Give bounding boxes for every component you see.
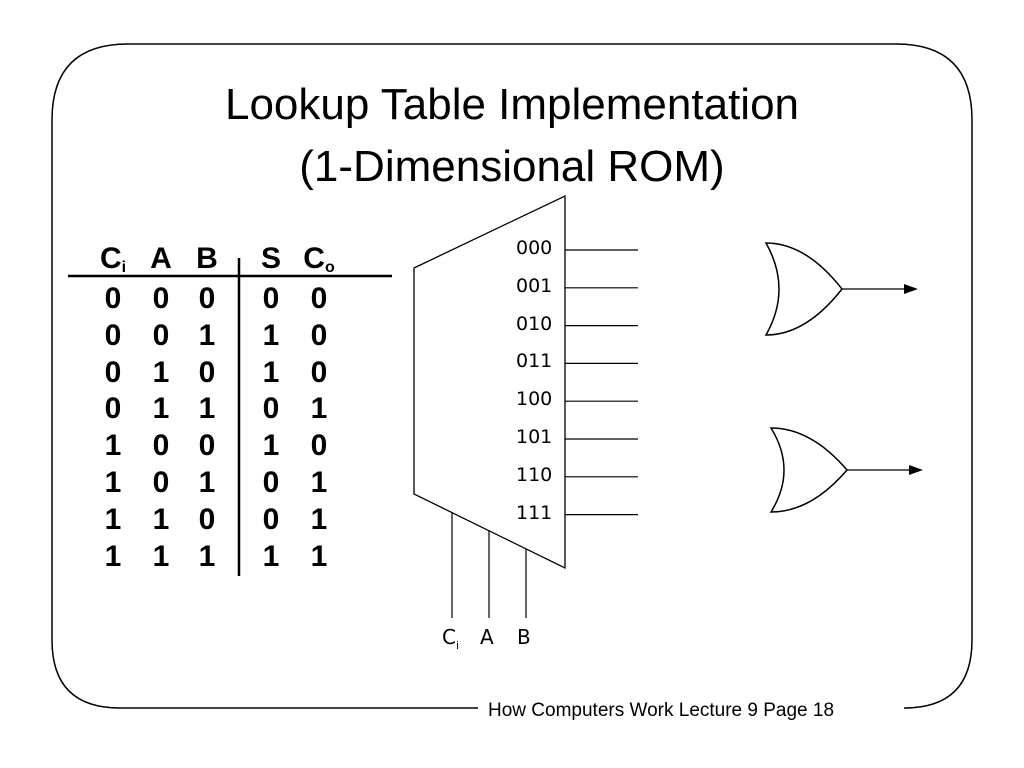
truth-table-cell: 1 [152, 539, 170, 573]
truth-table-header: S [260, 242, 281, 275]
or-gate-sum [764, 242, 918, 336]
truth-table-cell: 1 [262, 429, 280, 463]
rom-input-label: A [480, 625, 494, 649]
truth-table-cell: 0 [152, 318, 170, 352]
truth-table-cell: 1 [198, 318, 216, 352]
truth-table-cell: 1 [104, 539, 122, 573]
truth-table-cell: 1 [198, 466, 216, 499]
rom-block [413, 194, 566, 570]
truth-table-header: Ci [99, 242, 127, 276]
truth-table-cell: 0 [198, 429, 216, 463]
truth-table-cell: 1 [262, 539, 280, 573]
truth-table-cell: 1 [310, 502, 328, 536]
arrow-right-icon [909, 465, 923, 475]
truth-table-cell: 0 [104, 355, 122, 389]
truth-table-cell: 1 [104, 502, 122, 536]
truth-table-cell: 0 [310, 355, 328, 389]
truth-table-cell: 0 [262, 282, 280, 315]
truth-table-cell: 1 [310, 392, 328, 426]
truth-table-header: Co [303, 242, 335, 276]
truth-table-cell: 0 [198, 502, 216, 536]
truth-table-cell: 1 [152, 355, 170, 389]
truth-table-cell: 1 [198, 539, 216, 573]
or-gate-carry [769, 427, 923, 513]
truth-table-cell: 0 [198, 282, 216, 315]
truth-table-cell: 0 [104, 282, 122, 315]
truth-table-cell: 0 [198, 355, 216, 389]
rom-input-label: B [517, 625, 531, 649]
slide-title-line-2: (1-Dimensional ROM) [299, 142, 725, 191]
rom-address-label: 111 [516, 501, 553, 524]
rom-address-label: 101 [516, 426, 553, 448]
rom-address-label: 110 [516, 463, 553, 486]
rom-output-lines [565, 249, 638, 516]
truth-table-cell: 0 [104, 318, 122, 352]
rom-input-label: Ci [442, 625, 460, 652]
rom-address-label: 100 [516, 388, 553, 411]
truth-table-cell: 0 [262, 392, 280, 426]
truth-table-cell: 0 [310, 318, 328, 352]
truth-table-header: B [196, 242, 218, 275]
truth-table-cell: 0 [262, 502, 280, 536]
truth-table-cell: 1 [310, 466, 328, 499]
truth-table-cell: 0 [310, 429, 328, 463]
rom-address-label: 000 [516, 237, 553, 259]
truth-table-cell: 0 [152, 466, 170, 499]
slide-footer: How Computers Work Lecture 9 Page 18 [488, 700, 835, 721]
truth-table-cell: 0 [262, 466, 280, 499]
arrow-right-icon [904, 284, 918, 294]
truth-table-cell: 1 [198, 392, 216, 426]
rom-address-label: 011 [516, 350, 553, 373]
truth-table-cell: 0 [104, 392, 122, 426]
rom-address-label: 010 [516, 312, 553, 335]
rom-address-label: 001 [516, 274, 553, 297]
truth-table-cell: 1 [152, 392, 170, 426]
truth-table-cell: 1 [152, 502, 170, 536]
truth-table-header: A [150, 242, 172, 275]
truth-table-cell: 1 [262, 318, 280, 352]
truth-table-cell: 0 [152, 282, 170, 315]
slide-title-line-1: Lookup Table Implementation [224, 80, 800, 129]
truth-table-cell: 1 [262, 355, 280, 389]
truth-table-cell: 0 [310, 282, 328, 315]
truth-table-cell: 1 [310, 539, 328, 573]
truth-table-cell: 0 [152, 429, 170, 463]
truth-table-cell: 1 [104, 429, 122, 463]
truth-table-cell: 1 [104, 466, 122, 499]
